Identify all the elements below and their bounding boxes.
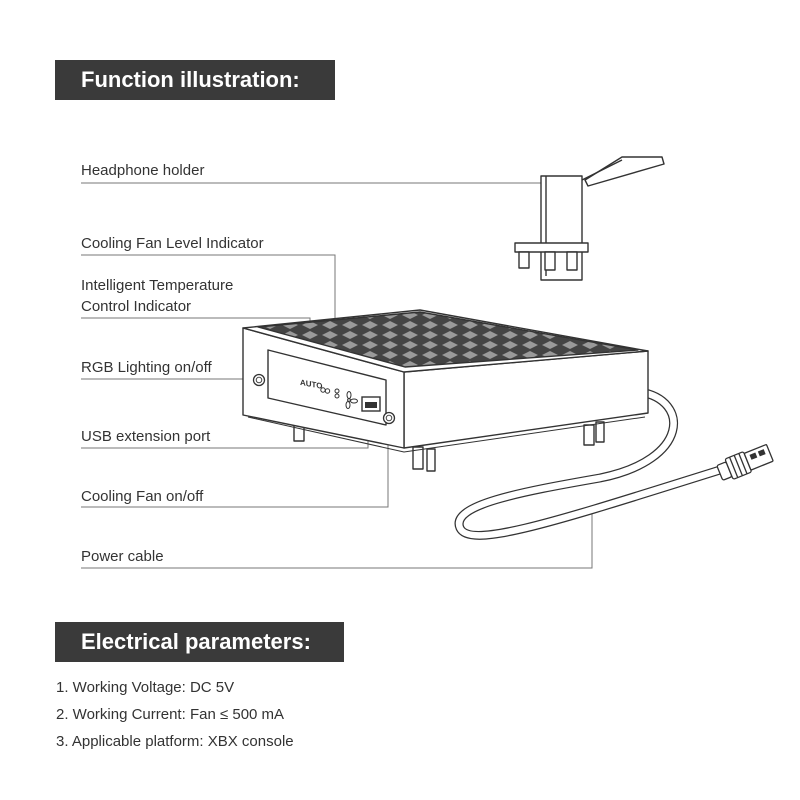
fan-level-icon [334, 388, 340, 399]
param-applicable-platform: 3. Applicable platform: XBX console [56, 733, 294, 750]
label-fan-level-indicator: Cooling Fan Level Indicator [81, 235, 264, 252]
label-rgb-lighting: RGB Lighting on/off [81, 359, 212, 376]
leader-power-cable [81, 512, 593, 569]
panel-controls: AUTO [300, 378, 381, 412]
power-cable-drawing [454, 387, 725, 540]
label-temp-control-line1: Intelligent Temperature [81, 277, 234, 294]
rgb-toggle-button[interactable] [252, 373, 266, 387]
electrical-parameters-header: Electrical parameters: [55, 622, 344, 662]
label-temp-control-line2: Control Indicator [81, 298, 192, 315]
unit-feet [293, 420, 605, 472]
param-working-current: 2. Working Current: Fan ≤ 500 mA [56, 706, 285, 723]
leader-fan-toggle [81, 423, 389, 508]
auto-indicator-text: AUTO [300, 378, 322, 391]
usb-extension-port-icon [361, 396, 381, 412]
cooling-stand-body [242, 309, 649, 472]
label-usb-port: USB extension port [81, 428, 211, 445]
fan-toggle-button[interactable] [382, 411, 396, 425]
param-working-voltage: 1. Working Voltage: DC 5V [56, 679, 235, 696]
label-fan-toggle: Cooling Fan on/off [81, 488, 204, 505]
temperature-indicator-icon [320, 387, 331, 394]
usb-plug-drawing [716, 444, 774, 481]
label-headphone-holder: Headphone holder [81, 162, 205, 179]
fan-grille [257, 311, 639, 368]
fan-icon [345, 391, 358, 409]
label-power-cable: Power cable [81, 548, 164, 565]
front-control-panel [267, 349, 387, 426]
headphone-holder-drawing [514, 156, 665, 281]
function-illustration-header: Function illustration: [55, 60, 335, 100]
